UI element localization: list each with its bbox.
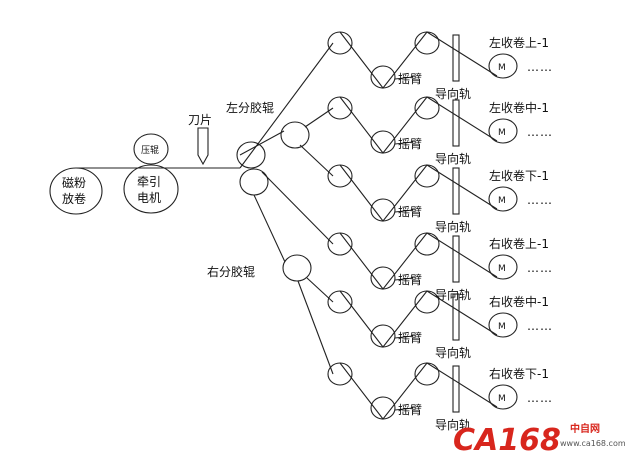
web-path: [339, 31, 498, 89]
motor-label: M: [498, 322, 506, 332]
winder-motor-icon: [488, 384, 518, 410]
left-splitter-label: 左分胶辊: [226, 100, 274, 115]
winder-motor-icon: [488, 254, 518, 280]
winder-label: 右收卷中-1: [489, 294, 549, 309]
more-winders-ellipsis: ……: [527, 391, 553, 405]
unwind-roll: [49, 167, 103, 215]
winder-label: 右收卷上-1: [489, 236, 549, 251]
web-path: [339, 164, 498, 222]
branch-6: [327, 362, 518, 420]
winder-label: 左收卷下-1: [489, 168, 549, 183]
winder-motor-icon: [488, 312, 518, 338]
guide-roller-left: [280, 121, 310, 149]
guide-rail-label: 导向轨: [435, 345, 471, 360]
unwind-label-2: 放卷: [62, 191, 86, 206]
traction-label-2: 电机: [137, 191, 161, 205]
watermark-logo: CA168 中自网 www.ca168.com: [453, 422, 626, 458]
branches-group: [327, 31, 518, 420]
unwind-label-1: 磁粉: [62, 175, 86, 190]
guide-rail: [452, 99, 460, 147]
winder-motor-icon: [488, 118, 518, 144]
web-path: [339, 362, 498, 420]
guide-rail-label: 导向轨: [435, 219, 471, 234]
more-winders-ellipsis: ……: [527, 193, 553, 207]
feed-line: [253, 194, 286, 263]
swing-arm-label: 摇臂: [398, 331, 422, 345]
winder-label: 左收卷中-1: [489, 100, 549, 115]
winder-label: 右收卷下-1: [489, 366, 549, 381]
winder-motor-icon: [488, 186, 518, 212]
motor-label: M: [498, 394, 506, 404]
blade-icon: [197, 127, 209, 166]
traction-label-1: 牵引: [137, 175, 161, 189]
feed-line: [239, 130, 285, 156]
guide-rail-label: 导向轨: [435, 86, 471, 101]
branch-4: [327, 232, 518, 290]
feed-line: [297, 280, 334, 375]
guide-rail-label: 导向轨: [435, 151, 471, 166]
branch-2: [327, 96, 518, 154]
right-splitter-roller: [239, 168, 269, 196]
left-splitter-roller: [236, 141, 266, 169]
blade-label: 刀片: [188, 113, 212, 127]
press-roller: [133, 133, 169, 165]
swing-arm-label: 摇臂: [398, 205, 422, 219]
winder-motor-icon: [488, 53, 518, 79]
web-path: [339, 290, 498, 348]
guide-rail: [452, 34, 460, 82]
traction-motor: [123, 164, 179, 214]
guide-rail: [452, 293, 460, 341]
feed-line: [261, 171, 334, 245]
branch-3: [327, 164, 518, 222]
swing-arm-label: 摇臂: [398, 137, 422, 151]
motor-label: M: [498, 128, 506, 138]
swing-arm: [394, 209, 414, 213]
guide-rail: [452, 235, 460, 283]
right-splitter-label: 右分胶辊: [207, 264, 255, 279]
swing-arm: [394, 335, 414, 339]
branch-5: [327, 290, 518, 348]
guide-rail: [452, 365, 460, 413]
swing-arm-label: 摇臂: [398, 273, 422, 287]
more-winders-ellipsis: ……: [527, 319, 553, 333]
motor-label: M: [498, 63, 506, 73]
swing-arm-label: 摇臂: [398, 72, 422, 86]
motor-label: M: [498, 264, 506, 274]
swing-arm: [394, 76, 414, 80]
press-roller-label: 压辊: [141, 144, 159, 156]
swing-arm: [394, 141, 414, 145]
feed-line: [299, 144, 334, 177]
guide-rail-label: 导向轨: [435, 417, 471, 432]
web-path: [339, 232, 498, 290]
watermark-site: 中自网: [570, 422, 600, 435]
more-winders-ellipsis: ……: [527, 261, 553, 275]
winder-label: 左收卷上-1: [489, 35, 549, 50]
svg-text:CA168: CA168: [453, 423, 561, 458]
guide-roller-right: [282, 254, 312, 282]
swing-arm: [394, 277, 414, 281]
web-path: [339, 96, 498, 154]
swing-arm-label: 摇臂: [398, 403, 422, 417]
branch-1: [327, 31, 518, 89]
guide-rail-label: 导向轨: [435, 287, 471, 302]
guide-rail: [452, 167, 460, 215]
swing-arm: [394, 407, 414, 411]
motor-label: M: [498, 196, 506, 206]
more-winders-ellipsis: ……: [527, 125, 553, 139]
watermark-domain: www.ca168.com: [560, 439, 626, 448]
more-winders-ellipsis: ……: [527, 60, 553, 74]
